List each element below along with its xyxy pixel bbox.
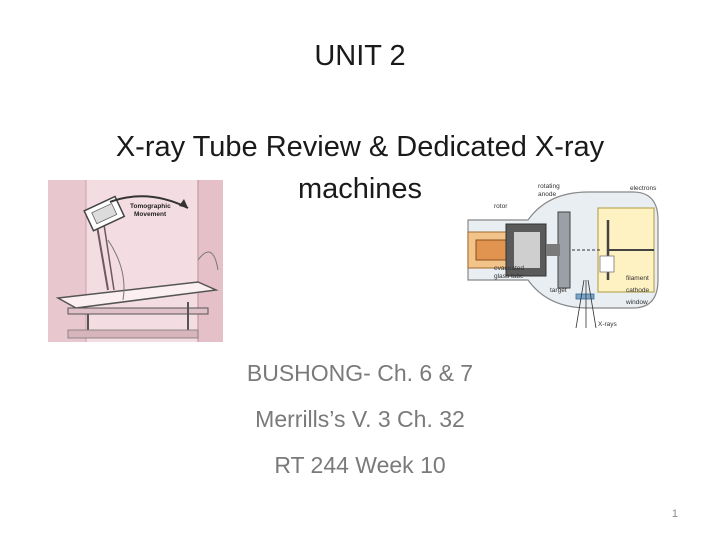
subtitle-block: BUSHONG- Ch. 6 & 7 Merrills’s V. 3 Ch. 3… <box>150 350 570 488</box>
slide-title-topic: X-ray Tube Review & Dedicated X-ray mach… <box>115 131 605 205</box>
label-x-rays: X-rays <box>598 321 618 328</box>
subtitle-line-merrills: Merrills’s V. 3 Ch. 32 <box>255 406 465 432</box>
label-rotating: rotating <box>538 183 560 190</box>
tomographic-label: Tomographic <box>130 203 171 210</box>
subtitle-line-textbook: BUSHONG- Ch. 6 & 7 <box>246 360 474 386</box>
label-target: target <box>550 287 567 294</box>
label-electrons: electrons <box>630 185 657 192</box>
label-anode: anode <box>538 191 556 198</box>
slide-number: 1 <box>671 508 678 520</box>
slide-title-unit: UNIT 2 <box>314 40 406 72</box>
label-rotor: rotor <box>494 203 508 210</box>
label-filament: filament <box>626 275 649 282</box>
label-window: window <box>625 299 648 306</box>
label-cathode: cathode <box>626 287 650 294</box>
xray-tube-diagram: rotating anode electrons rotor evacuated… <box>467 183 659 329</box>
label-evacuated: evacuated <box>494 265 524 272</box>
label-glass-tube: glass tube <box>494 273 524 280</box>
subtitle-line-course: RT 244 Week 10 <box>274 452 446 478</box>
tomography-machine-image: Tomographic Movement <box>48 180 223 342</box>
movement-label: Movement <box>134 211 167 218</box>
